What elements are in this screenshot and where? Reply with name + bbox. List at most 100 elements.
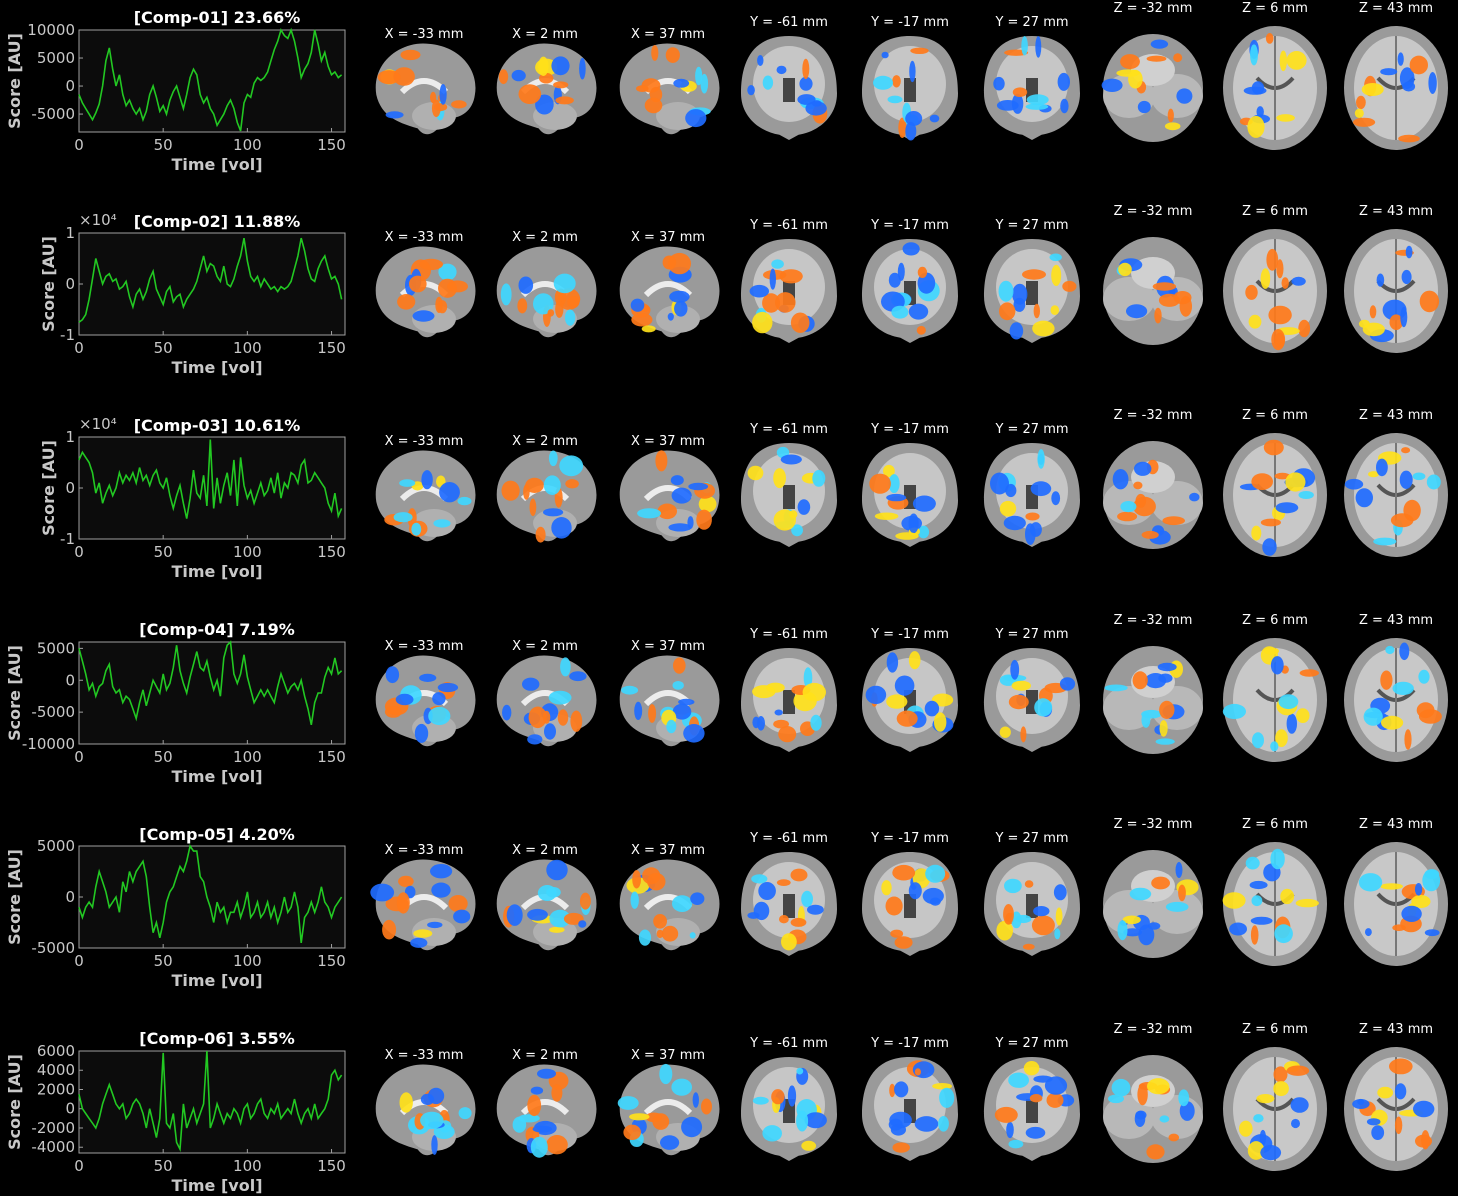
sagittal-slice bbox=[496, 43, 597, 135]
x-tick-label: 100 bbox=[233, 543, 262, 561]
series-line bbox=[78, 640, 343, 726]
activation-blob bbox=[1104, 684, 1128, 692]
y-exponent-label: ×10⁴ bbox=[79, 211, 117, 229]
activation-blob bbox=[801, 1140, 817, 1151]
activation-blob bbox=[801, 890, 813, 908]
slice-coordinate-label: Z = 43 mm bbox=[1359, 204, 1433, 219]
activation-blob bbox=[999, 500, 1017, 517]
activation-blob bbox=[775, 292, 796, 313]
activation-blob bbox=[548, 690, 572, 705]
activation-blob bbox=[931, 693, 954, 707]
activation-blob bbox=[546, 859, 568, 881]
activation-blob bbox=[543, 508, 564, 517]
y-tick-label: -5000 bbox=[31, 105, 75, 123]
activation-blob bbox=[500, 283, 512, 306]
activation-blob bbox=[1247, 1141, 1265, 1160]
activation-blob bbox=[1265, 33, 1274, 44]
activation-blob bbox=[1295, 898, 1319, 908]
activation-blob bbox=[747, 912, 760, 919]
coronal-slice bbox=[862, 239, 958, 343]
activation-blob bbox=[617, 1096, 639, 1110]
sagittal-slice bbox=[496, 246, 597, 338]
activation-blob bbox=[427, 921, 443, 929]
axial-slice bbox=[1344, 433, 1448, 557]
activation-blob bbox=[384, 706, 402, 718]
activation-blob bbox=[812, 470, 826, 487]
activation-blob bbox=[773, 719, 789, 729]
activation-blob bbox=[1147, 1078, 1170, 1095]
activation-blob bbox=[796, 1110, 809, 1132]
activation-blob bbox=[1422, 869, 1441, 892]
activation-blob bbox=[501, 480, 520, 501]
coronal-slice bbox=[741, 852, 837, 956]
activation-blob bbox=[892, 864, 916, 881]
activation-blob bbox=[1021, 36, 1028, 56]
activation-blob bbox=[905, 121, 917, 141]
activation-blob bbox=[548, 450, 558, 467]
activation-blob bbox=[629, 1113, 650, 1121]
activation-blob bbox=[644, 97, 663, 114]
activation-blob bbox=[377, 70, 401, 85]
activation-blob bbox=[636, 85, 649, 92]
slice-coordinate-label: Z = 6 mm bbox=[1242, 204, 1308, 219]
x-axis-label: Time [vol] bbox=[171, 358, 262, 377]
activation-blob bbox=[914, 1116, 939, 1132]
activation-blob bbox=[412, 310, 435, 322]
activation-blob bbox=[1060, 98, 1069, 114]
activation-blob bbox=[1263, 647, 1279, 655]
activation-blob bbox=[543, 475, 561, 496]
activation-blob bbox=[409, 275, 427, 293]
activation-blob bbox=[779, 915, 789, 924]
activation-blob bbox=[996, 920, 1013, 941]
activation-blob bbox=[802, 682, 826, 702]
activation-blob bbox=[929, 114, 940, 123]
activation-blob bbox=[1055, 907, 1063, 926]
y-tick-label: -5000 bbox=[31, 939, 75, 957]
activation-blob bbox=[647, 873, 666, 891]
activation-blob bbox=[1126, 304, 1148, 319]
activation-blob bbox=[1271, 329, 1286, 351]
activation-blob bbox=[1158, 673, 1173, 683]
activation-blob bbox=[1286, 713, 1298, 734]
activation-blob bbox=[1133, 496, 1156, 517]
activation-blob bbox=[428, 1087, 445, 1105]
activation-blob bbox=[621, 685, 639, 695]
activation-blob bbox=[512, 1116, 527, 1133]
activation-blob bbox=[498, 69, 509, 85]
y-tick-label: 6000 bbox=[37, 1042, 75, 1060]
activation-blob bbox=[804, 1112, 827, 1129]
chart-title: [Comp-03] 10.61% bbox=[134, 416, 301, 435]
activation-blob bbox=[555, 96, 574, 105]
activation-blob bbox=[751, 874, 768, 884]
x-tick-label: 150 bbox=[317, 136, 346, 154]
activation-blob bbox=[385, 111, 404, 119]
activation-blob bbox=[1012, 283, 1028, 305]
activation-blob bbox=[553, 273, 576, 294]
activation-blob bbox=[580, 892, 591, 910]
slice-coordinate-label: X = 37 mm bbox=[631, 230, 705, 245]
activation-blob bbox=[439, 482, 460, 503]
activation-blob bbox=[910, 47, 929, 54]
activation-blob bbox=[525, 477, 544, 493]
activation-blob bbox=[887, 95, 903, 104]
x-tick-label: 50 bbox=[154, 1157, 173, 1175]
activation-blob bbox=[752, 716, 760, 729]
activation-blob bbox=[546, 1135, 568, 1155]
activation-blob bbox=[787, 1085, 797, 1107]
activation-blob bbox=[1298, 319, 1311, 338]
x-tick-label: 0 bbox=[74, 1157, 84, 1175]
slice-coordinate-label: X = -33 mm bbox=[385, 230, 464, 245]
activation-blob bbox=[1256, 106, 1264, 118]
coronal-slice bbox=[862, 443, 958, 547]
activation-blob bbox=[1299, 669, 1320, 677]
activation-blob bbox=[869, 473, 891, 494]
activation-blob bbox=[1274, 472, 1291, 480]
activation-blob bbox=[1024, 880, 1034, 888]
slice-coordinate-label: X = -33 mm bbox=[385, 27, 464, 42]
y-axis-label: Score [AU] bbox=[5, 1054, 24, 1150]
activation-blob bbox=[432, 692, 446, 706]
x-tick-label: 50 bbox=[154, 543, 173, 561]
activation-blob bbox=[410, 937, 428, 948]
y-tick-label: 1 bbox=[65, 428, 75, 446]
activation-blob bbox=[1381, 715, 1404, 730]
